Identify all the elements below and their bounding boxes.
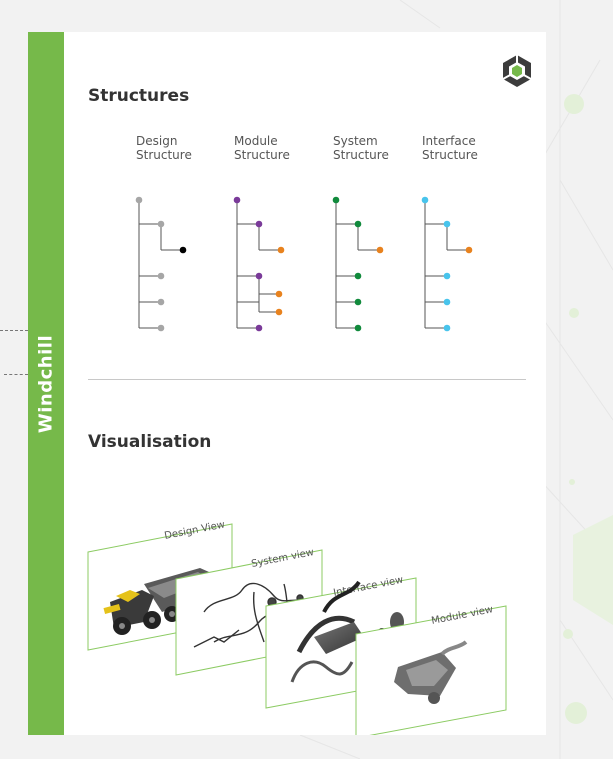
interface-child-node	[443, 298, 451, 306]
design-child-node	[157, 298, 165, 306]
connector-dashed-line	[4, 374, 28, 375]
module-child-node	[255, 272, 263, 280]
module-component-image	[394, 640, 468, 704]
structure-trees	[135, 196, 473, 332]
system-child-node	[354, 272, 362, 280]
structures-title: Structures	[88, 86, 190, 106]
design-child-node	[157, 272, 165, 280]
system-child-node	[354, 298, 362, 306]
section-divider	[88, 379, 526, 380]
interface-leaf-node	[465, 246, 473, 254]
module-leaf-node	[275, 308, 283, 316]
module-child-node	[255, 324, 263, 332]
interface-child-node	[443, 220, 451, 228]
module-root-node	[233, 196, 241, 204]
design-leaf-node	[179, 246, 187, 254]
module-leaf-node	[275, 290, 283, 298]
module-leaf-node	[277, 246, 285, 254]
visualisation-title: Visualisation	[88, 432, 212, 452]
system-child-node	[354, 324, 362, 332]
system-root-node	[332, 196, 340, 204]
design-child-node	[157, 220, 165, 228]
system-child-node	[354, 220, 362, 228]
interface-child-node	[443, 324, 451, 332]
interface-root-node	[421, 196, 429, 204]
sidebar-label: Windchill	[35, 334, 57, 433]
design-root-node	[135, 196, 143, 204]
connector-dashed-line	[0, 330, 28, 331]
system-leaf-node	[376, 246, 384, 254]
module-child-node	[255, 220, 263, 228]
design-child-node	[157, 324, 165, 332]
hexagon-logo-icon	[502, 55, 532, 87]
visualisation-views: Design View System view	[87, 519, 507, 735]
windchill-sidebar: Windchill	[28, 32, 64, 735]
module-view: Module view	[355, 604, 507, 735]
interface-child-node	[443, 272, 451, 280]
